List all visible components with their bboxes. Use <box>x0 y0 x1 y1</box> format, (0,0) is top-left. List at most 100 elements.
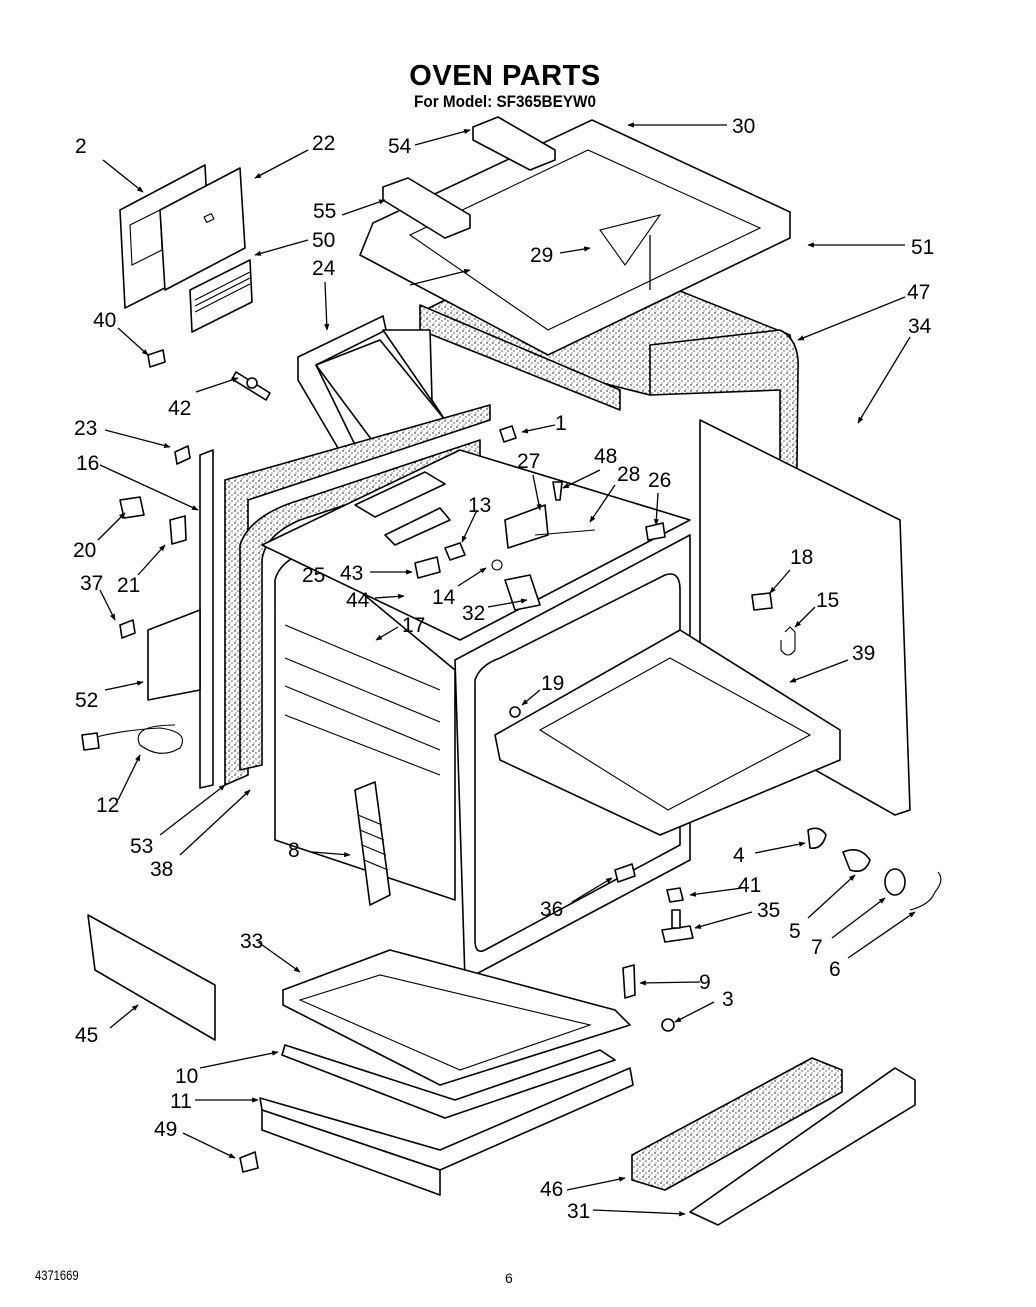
callout-20: 20 <box>73 539 96 562</box>
callout-3: 3 <box>722 988 734 1011</box>
page-title: OVEN PARTS <box>409 60 601 92</box>
callout-25: 25 <box>302 564 325 587</box>
callout-44: 44 <box>346 589 370 612</box>
callout-19: 19 <box>541 672 564 695</box>
top-frame-assembly <box>359 116 799 561</box>
model-subtitle: For Model: SF365BEYW0 <box>414 92 596 111</box>
bottom-33 <box>282 949 631 1086</box>
vent-bar-10 <box>281 1044 616 1119</box>
rack-39 <box>494 629 841 836</box>
clip-14 <box>491 559 503 571</box>
hook-15 <box>780 626 796 656</box>
leader-lines <box>97 122 916 1217</box>
callout-14: 14 <box>432 586 456 609</box>
callout-38: 38 <box>150 858 173 881</box>
callout-23: 23 <box>74 417 97 440</box>
callout-12: 12 <box>96 794 119 817</box>
callout-52: 52 <box>75 689 98 712</box>
bottom-parts <box>87 914 916 1226</box>
clip-23 <box>174 445 191 465</box>
bulb-5 <box>842 849 871 873</box>
callout-55: 55 <box>313 200 336 223</box>
callout-49: 49 <box>154 1118 177 1141</box>
clip-1 <box>499 425 517 443</box>
callout-42: 42 <box>168 397 191 420</box>
callout-2: 2 <box>75 135 87 158</box>
vent-25 <box>354 471 446 518</box>
socket-4 <box>807 827 827 850</box>
document-number: 4371669 <box>35 1267 79 1283</box>
insulation-46 <box>631 1057 843 1191</box>
cover-7 <box>884 868 906 896</box>
callout-17: 17 <box>402 614 425 637</box>
callout-1: 1 <box>555 412 567 435</box>
callout-35: 35 <box>757 899 780 922</box>
pin-18 <box>751 592 773 611</box>
callout-4: 4 <box>733 844 745 867</box>
callout-47: 47 <box>907 281 930 304</box>
nut-41 <box>666 887 684 903</box>
callout-15: 15 <box>816 589 839 612</box>
small-parts <box>81 425 942 1173</box>
callout-41: 41 <box>738 874 761 897</box>
screw-3 <box>661 1018 675 1032</box>
clip-40 <box>147 349 166 368</box>
cord-12 <box>84 724 184 754</box>
callout-39: 39 <box>852 642 875 665</box>
callout-34: 34 <box>908 315 932 338</box>
callout-10: 10 <box>175 1065 198 1088</box>
louver-50 <box>189 259 253 333</box>
bracket-54 <box>472 116 556 171</box>
callout-29: 29 <box>530 244 553 267</box>
connector-20 <box>119 496 145 519</box>
callout-16: 16 <box>76 452 99 475</box>
callout-51: 51 <box>911 236 934 259</box>
callout-33: 33 <box>240 930 263 953</box>
callout-26: 26 <box>648 469 671 492</box>
wire-6 <box>909 871 942 911</box>
callout-5: 5 <box>789 920 801 943</box>
callout-50: 50 <box>312 229 335 252</box>
callout-37: 37 <box>80 572 103 595</box>
callout-36: 36 <box>540 898 563 921</box>
bracket-9 <box>622 964 636 999</box>
callout-27: 27 <box>517 450 540 473</box>
callout-labels: 2 22 50 24 40 42 23 16 20 21 37 52 12 53… <box>73 115 934 1223</box>
sensor-13 <box>444 542 466 561</box>
callout-53: 53 <box>130 835 153 858</box>
broil-bracket-8 <box>354 781 391 906</box>
top-panel-44 <box>261 449 691 641</box>
front-frame-16 <box>199 449 214 789</box>
clip-49 <box>239 1151 259 1173</box>
insulation-front-block <box>419 304 621 411</box>
callout-11: 11 <box>170 1090 192 1113</box>
callout-40: 40 <box>93 309 116 332</box>
screw-48 <box>552 481 563 501</box>
callout-21: 21 <box>117 574 140 597</box>
page-number: 6 <box>505 1270 513 1286</box>
panel-22 <box>159 167 246 291</box>
bracket-27 <box>504 504 549 549</box>
callout-18: 18 <box>790 546 813 569</box>
kick-panel-45 <box>87 914 216 1041</box>
callout-8: 8 <box>288 839 300 862</box>
callout-32: 32 <box>462 602 485 625</box>
callout-43: 43 <box>340 562 363 585</box>
callout-9: 9 <box>699 971 711 994</box>
bracket-32 <box>504 574 541 611</box>
callout-13: 13 <box>468 494 491 517</box>
clip-37 <box>119 619 136 639</box>
top-frame-30 <box>359 119 791 356</box>
callout-46: 46 <box>540 1178 563 1201</box>
knob-26 <box>645 522 666 541</box>
panel-52 <box>147 609 201 701</box>
trim-31 <box>689 1067 916 1226</box>
clip-36 <box>614 863 636 883</box>
callout-24: 24 <box>312 257 336 280</box>
callout-22: 22 <box>312 132 335 155</box>
callout-54: 54 <box>388 135 412 158</box>
callout-6: 6 <box>829 958 841 981</box>
callout-31: 31 <box>567 1200 590 1223</box>
callout-7: 7 <box>811 936 823 959</box>
